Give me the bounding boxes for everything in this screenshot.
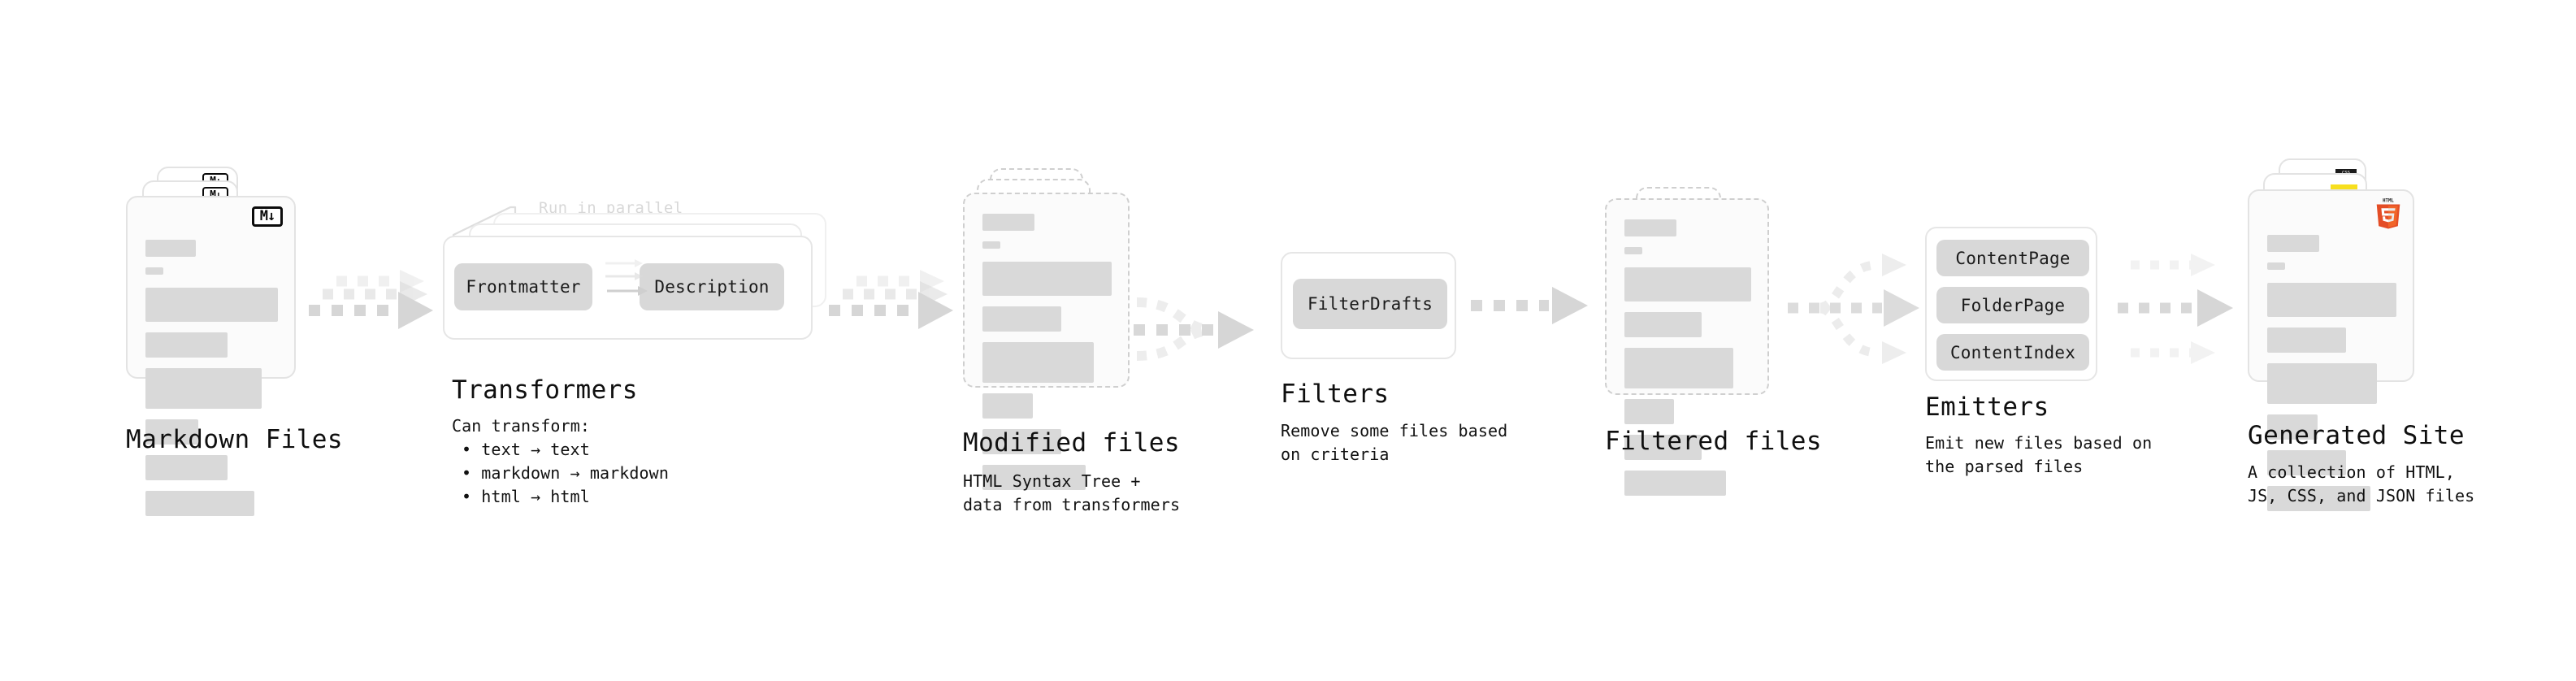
filters-caption: Remove some files based on criteria — [1281, 421, 1508, 464]
emitters-caption: Emit new files based on the parsed files — [1925, 433, 2153, 476]
transformers-bullet-0: • text → text — [462, 440, 590, 459]
filtered-files-title: Filtered files — [1605, 427, 1822, 456]
generated-site-title: Generated Site — [2248, 421, 2465, 450]
emitter-chip-folderpage[interactable]: FolderPage — [1936, 287, 2089, 323]
transformers-title: Transformers — [452, 375, 638, 405]
emitter-chip-contentindex[interactable]: ContentIndex — [1936, 334, 2089, 371]
transformers-bullet-2: • html → html — [462, 487, 590, 506]
filters-card[interactable]: FilterDrafts — [1281, 252, 1456, 359]
filters-title: Filters — [1281, 380, 1390, 409]
markdown-content-lines — [145, 240, 278, 527]
transformers-caption: Can transform: — [452, 416, 590, 436]
transformer-inner-arrows — [605, 259, 648, 296]
modified-sheet-front — [963, 193, 1130, 490]
svg-text:HTML: HTML — [2383, 199, 2394, 204]
transformer-chip-frontmatter[interactable]: Frontmatter — [454, 263, 592, 310]
modified-files-caption: HTML Syntax Tree + data from transformer… — [963, 471, 1181, 514]
transformers-bullet-1: • markdown → markdown — [462, 463, 669, 483]
html5-badge-icon: HTML — [2376, 199, 2400, 229]
emitters-card[interactable]: ContentPage FolderPage ContentIndex — [1925, 227, 2097, 381]
transformer-chip-description[interactable]: Description — [640, 263, 784, 310]
emitters-title: Emitters — [1925, 393, 2049, 422]
markdown-sheet-front: M↓ — [126, 196, 296, 516]
generated-site-caption: A collection of HTML, JS, CSS, and JSON … — [2248, 462, 2475, 505]
site-content-lines — [2267, 235, 2396, 522]
modified-content-lines — [982, 214, 1112, 501]
filtered-sheet-front — [1605, 198, 1769, 496]
arrow-filters-to-filtered — [1471, 287, 1588, 324]
site-sheet-html: HTML — [2248, 189, 2414, 511]
arrow-modified-to-filters — [1134, 297, 1254, 361]
markdown-files-title: Markdown Files — [126, 425, 343, 454]
arrow-markdown-to-transformers — [309, 270, 433, 329]
filter-chip-filterdrafts[interactable]: FilterDrafts — [1293, 279, 1447, 329]
emitter-chip-contentpage[interactable]: ContentPage — [1936, 240, 2089, 276]
arrow-filtered-to-emitters — [1788, 254, 1919, 364]
filtered-content-lines — [1624, 219, 1751, 506]
arrow-emitters-to-site — [2118, 254, 2233, 364]
markdown-badge: M↓ — [252, 206, 283, 227]
run-in-parallel-label: Run in parallel — [539, 199, 683, 217]
transformer-card-1[interactable]: Frontmatter Description — [443, 236, 813, 340]
arrow-transformers-to-modified — [829, 270, 953, 329]
modified-files-title: Modified files — [963, 428, 1180, 458]
